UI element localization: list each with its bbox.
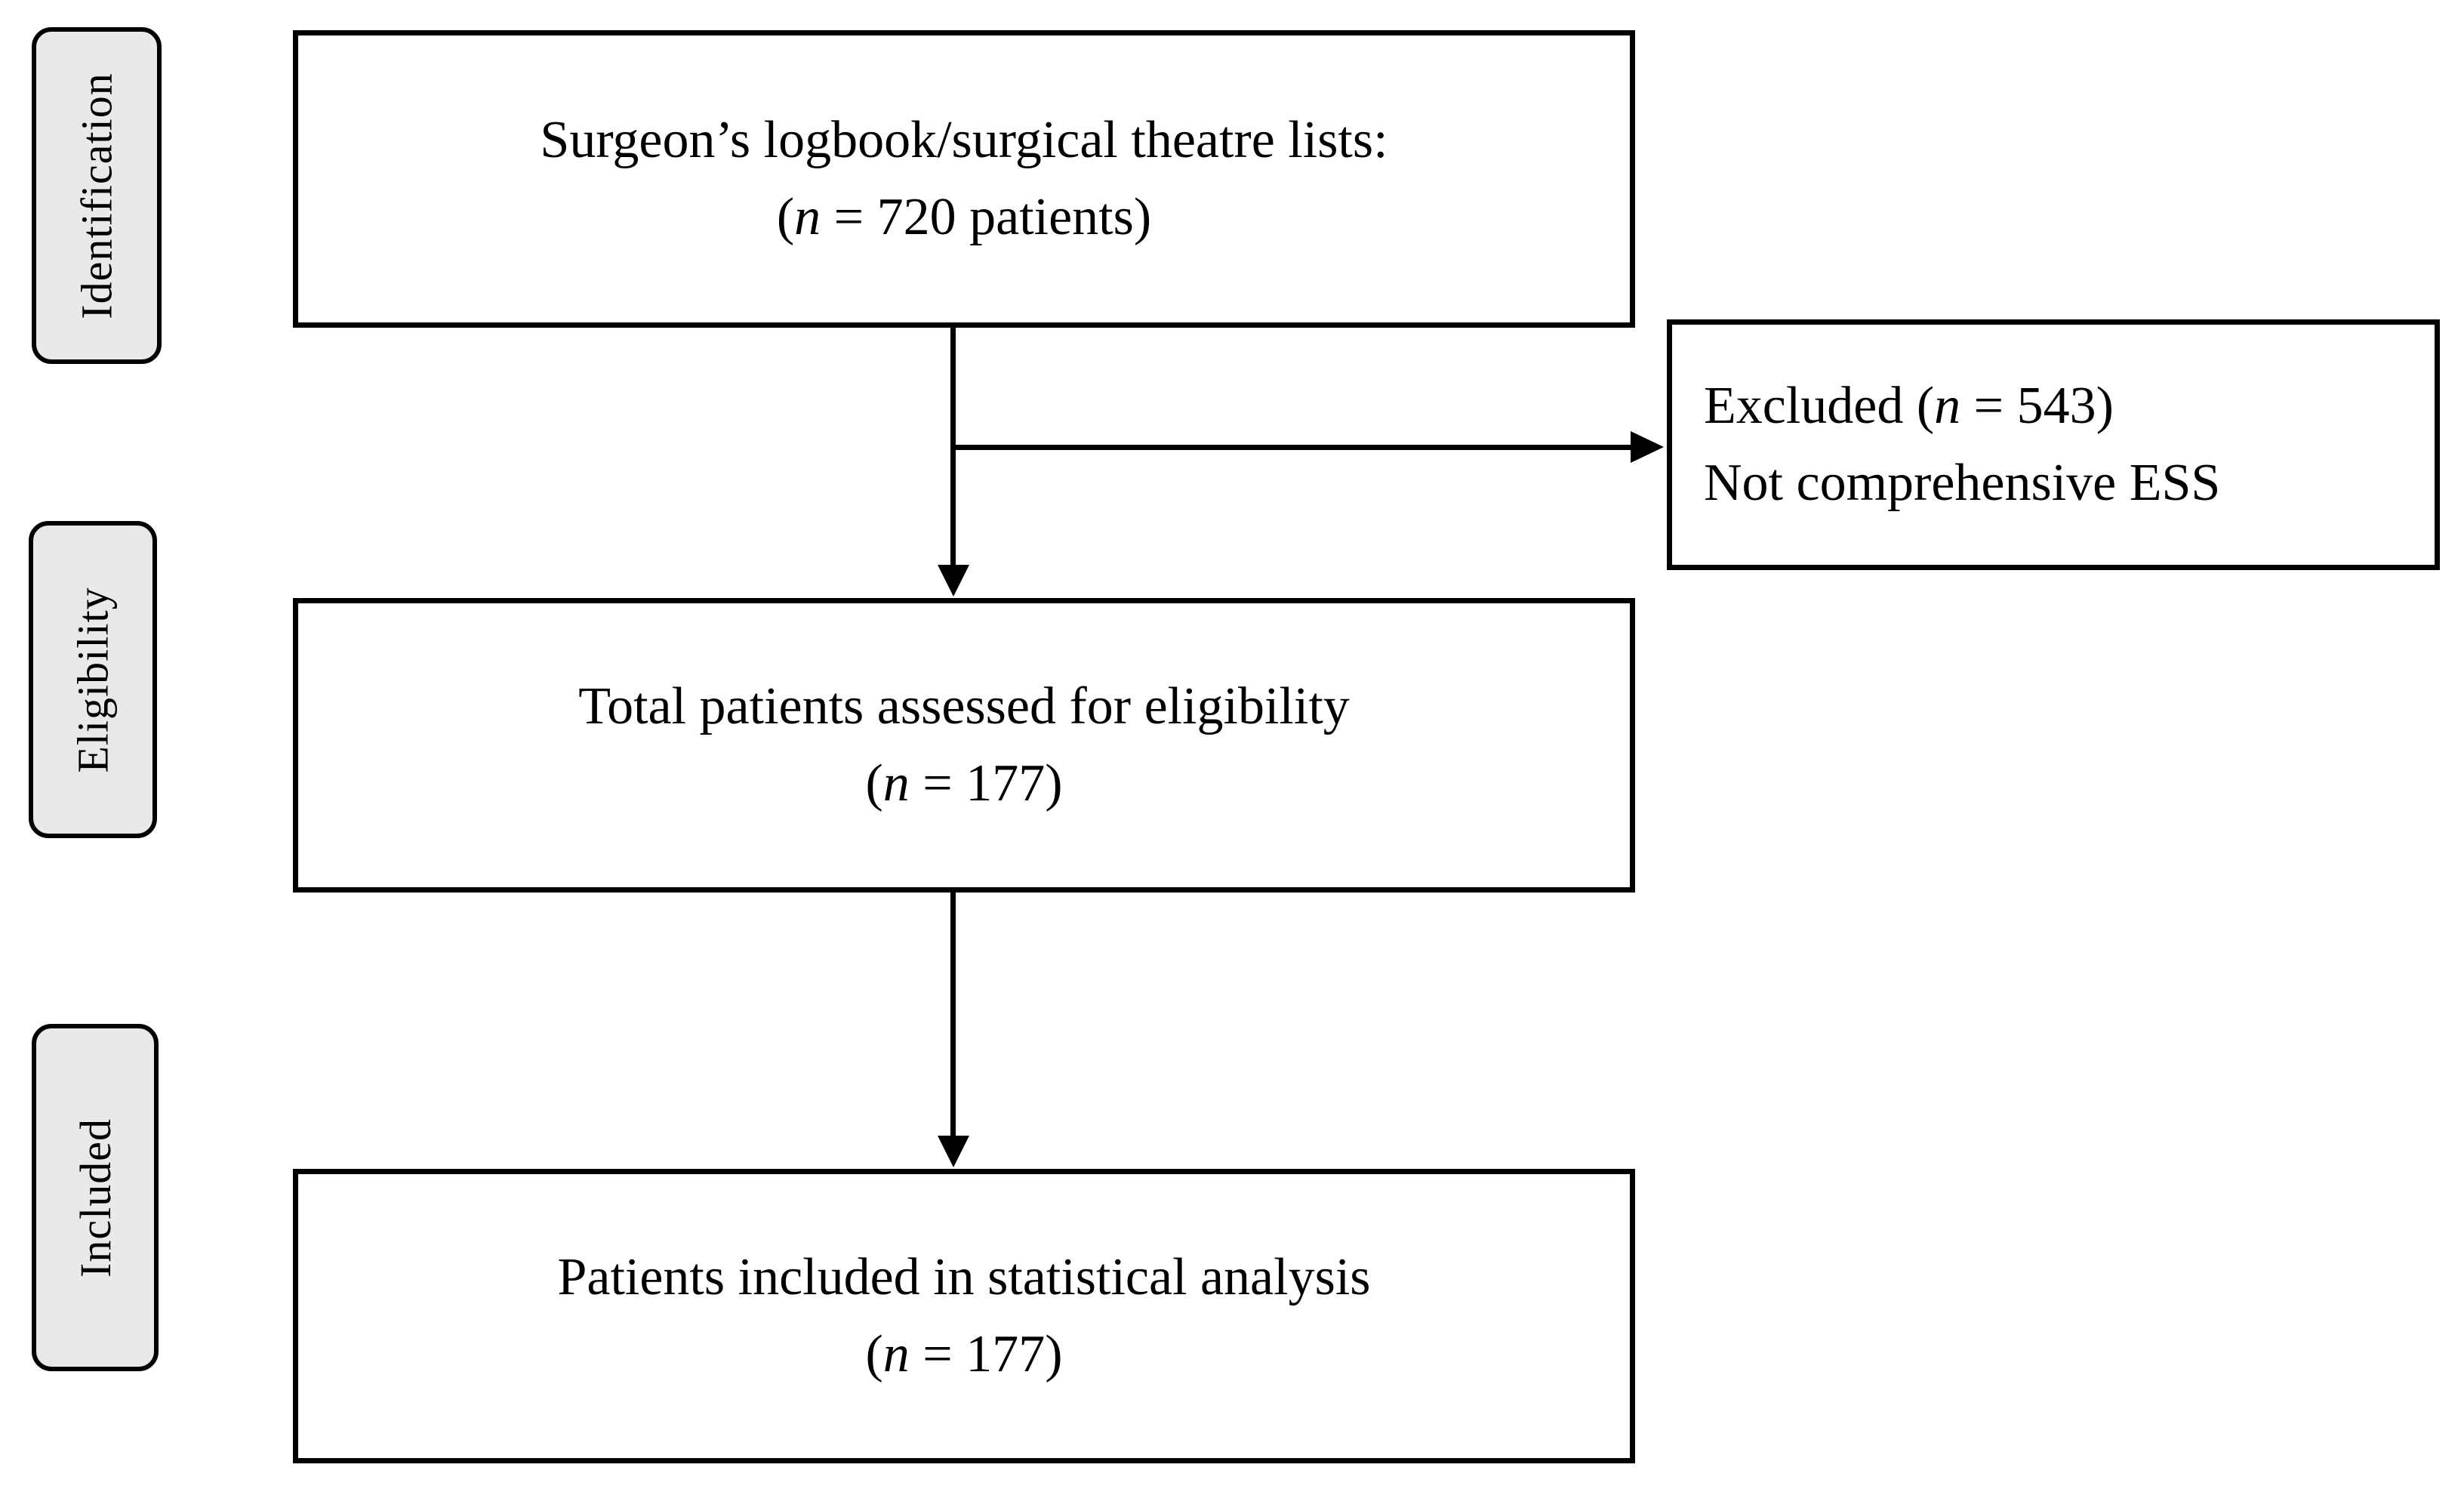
included-count-open: ( bbox=[865, 1325, 883, 1383]
connector-to-excluded-line bbox=[950, 445, 1631, 450]
eligibility-box-count: (n = 177) bbox=[865, 745, 1062, 822]
connector-eligibility-to-included-line bbox=[950, 893, 956, 1136]
included-box-count: (n = 177) bbox=[865, 1316, 1062, 1393]
source-box-count: (n = 720 patients) bbox=[777, 179, 1151, 256]
stage-box-included: Included bbox=[32, 1024, 159, 1371]
stage-box-identification: Identification bbox=[32, 27, 162, 364]
stage-box-eligibility: Eligibility bbox=[29, 521, 157, 838]
arrowhead-down-icon bbox=[938, 1136, 969, 1167]
eligibility-count-rest: = 177) bbox=[909, 754, 1063, 812]
stage-label-eligibility: Eligibility bbox=[68, 586, 118, 773]
eligibility-count-open: ( bbox=[865, 754, 883, 812]
excluded-pre: Excluded ( bbox=[1704, 377, 1935, 435]
included-box-line1: Patients included in statistical analysi… bbox=[557, 1248, 1371, 1306]
stage-label-included: Included bbox=[70, 1118, 120, 1278]
source-box: Surgeon’s logbook/surgical theatre lists… bbox=[293, 30, 1635, 328]
excluded-box-line2: Not comprehensive ESS bbox=[1704, 454, 2221, 512]
arrowhead-right-icon bbox=[1631, 431, 1664, 463]
arrowhead-down-icon bbox=[938, 565, 969, 597]
eligibility-box-line1: Total patients assessed for eligibility bbox=[578, 677, 1350, 735]
source-count-open: ( bbox=[776, 188, 795, 246]
included-count-rest: = 177) bbox=[909, 1325, 1063, 1383]
excluded-post: = 543) bbox=[1960, 377, 2114, 435]
excluded-box-line1: Excluded (n = 543) bbox=[1704, 368, 2114, 445]
excluded-box: Excluded (n = 543) Not comprehensive ESS bbox=[1667, 319, 2440, 570]
source-box-line1: Surgeon’s logbook/surgical theatre lists… bbox=[540, 111, 1388, 169]
included-box: Patients included in statistical analysi… bbox=[293, 1169, 1635, 1463]
stage-label-identification: Identification bbox=[72, 72, 122, 319]
source-count-n: n bbox=[794, 188, 821, 246]
included-count-n: n bbox=[882, 1325, 910, 1383]
excluded-n: n bbox=[1934, 377, 1961, 435]
eligibility-count-n: n bbox=[882, 754, 910, 812]
eligibility-box: Total patients assessed for eligibility … bbox=[293, 598, 1635, 893]
source-count-rest: = 720 patients) bbox=[821, 188, 1152, 246]
